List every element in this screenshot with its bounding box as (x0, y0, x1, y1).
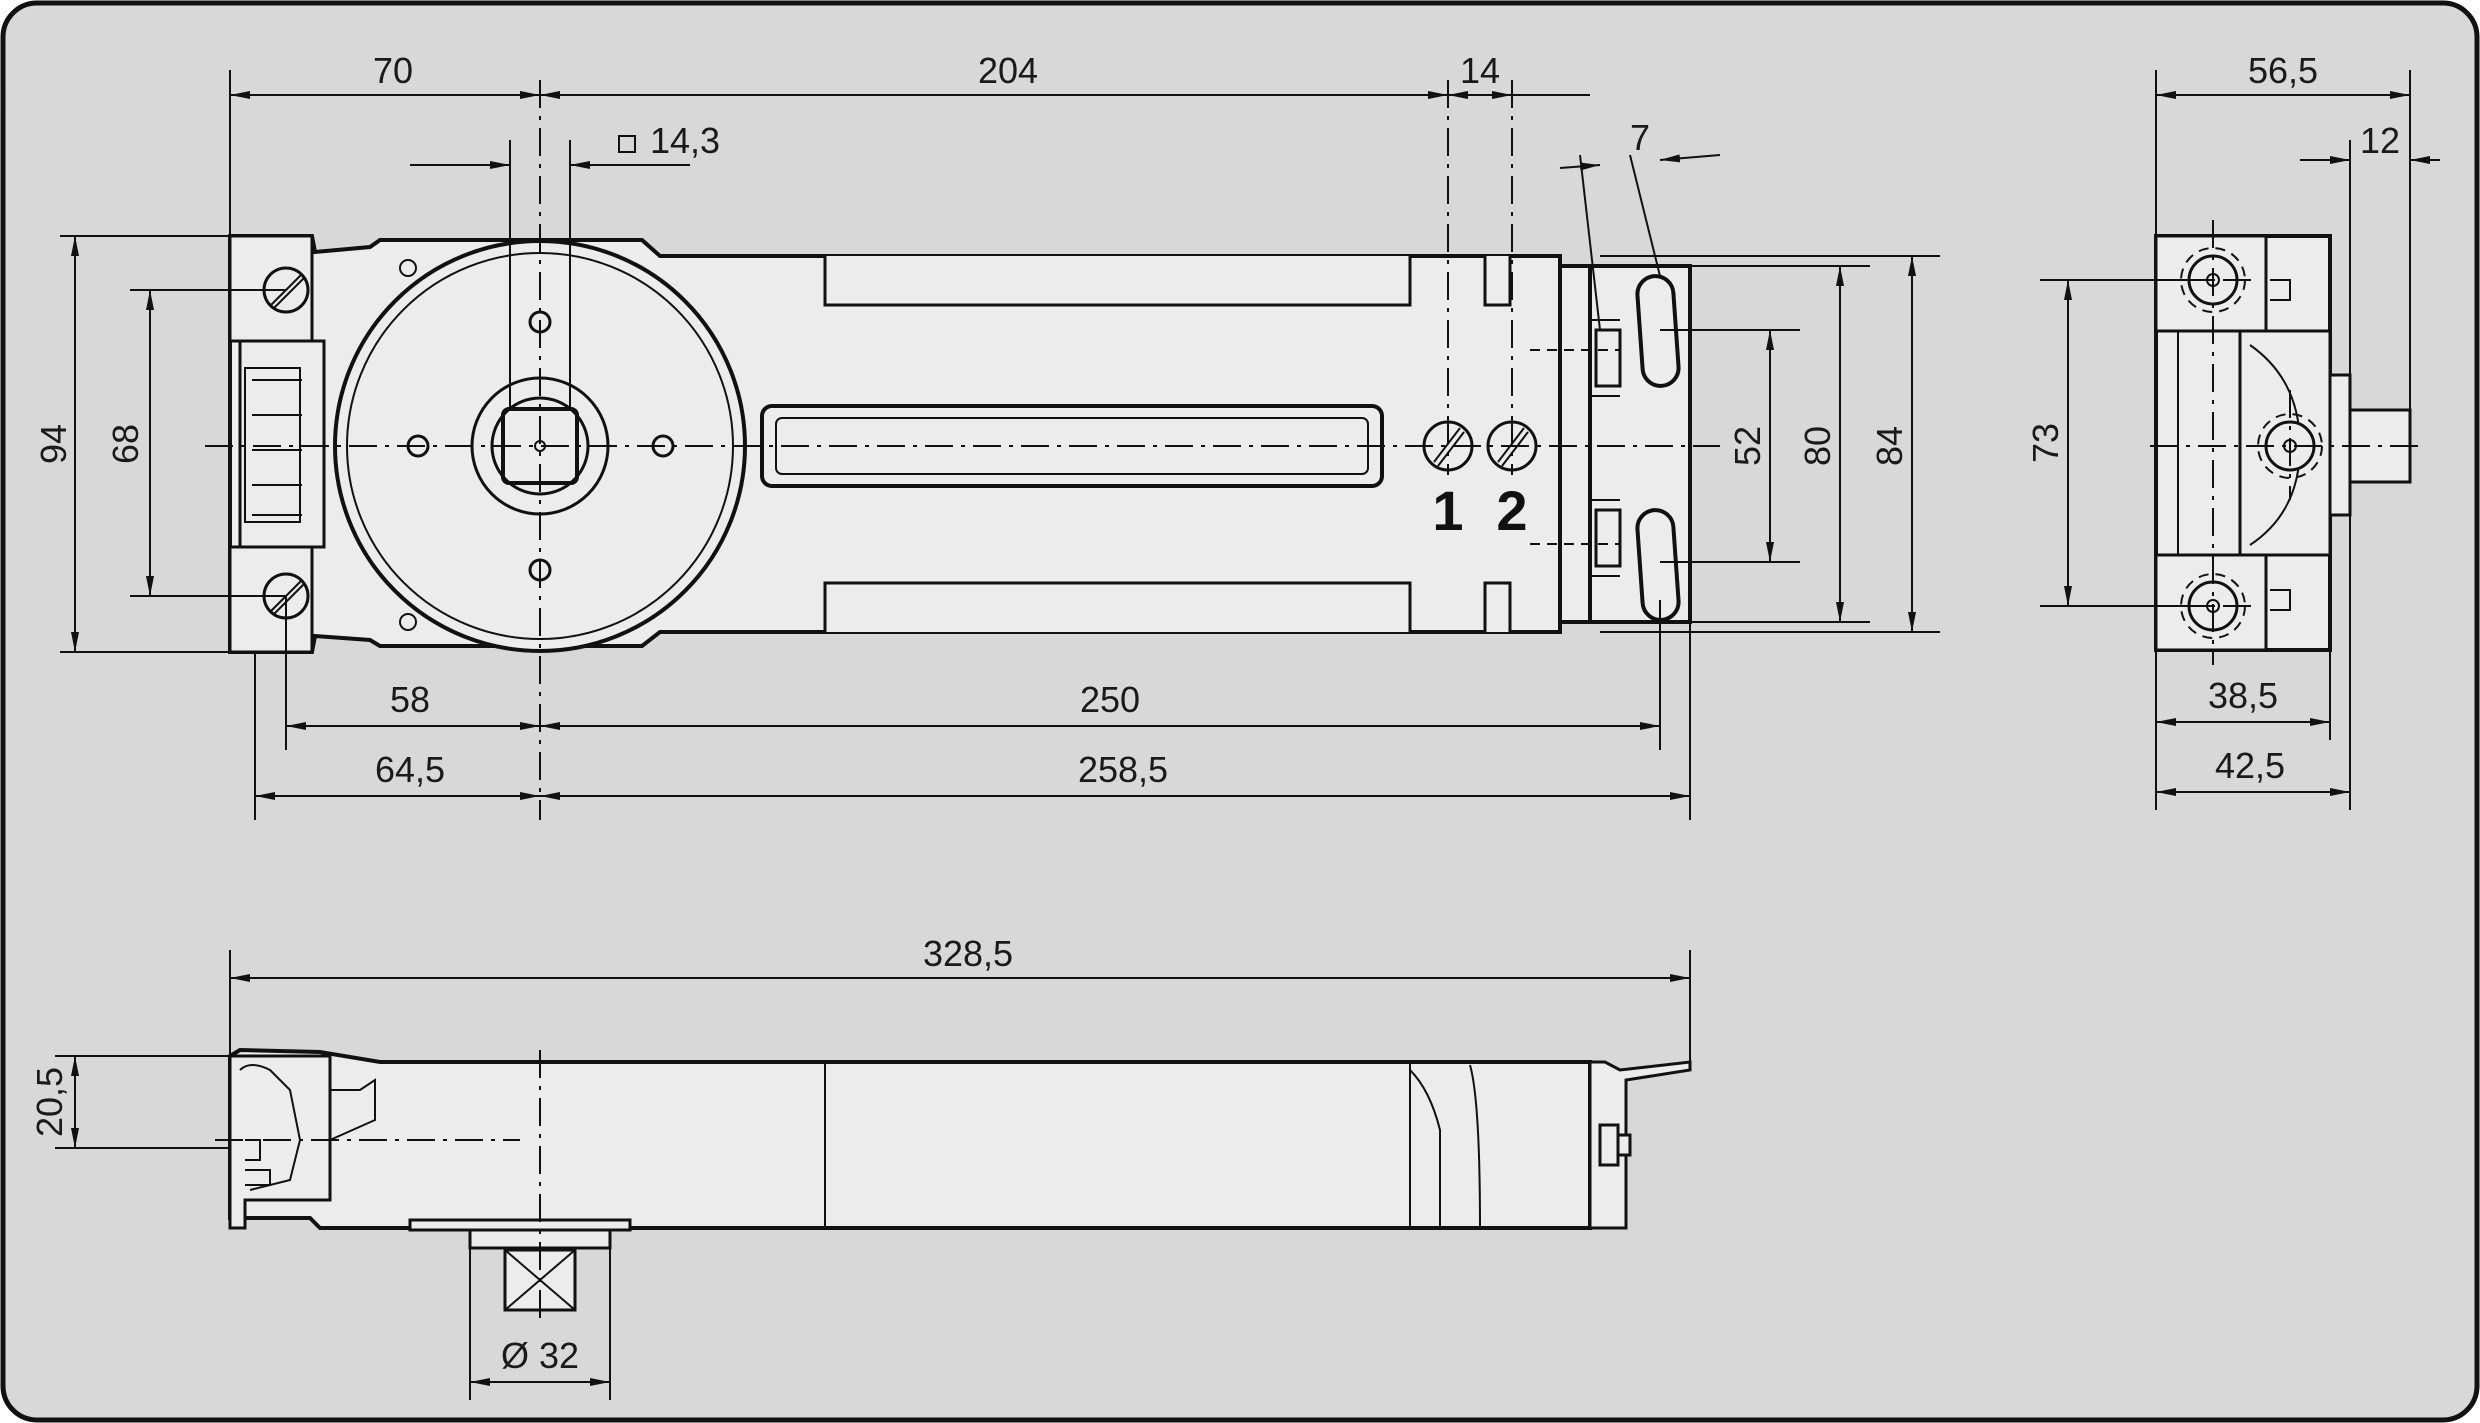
dim-68: 68 (105, 424, 146, 464)
dim-56-5: 56,5 (2248, 50, 2318, 91)
dim-52: 52 (1727, 426, 1768, 466)
dim-84: 84 (1869, 426, 1910, 466)
dim-80: 80 (1797, 426, 1838, 466)
dim-12: 12 (2360, 120, 2400, 161)
dim-258-5: 258,5 (1078, 749, 1168, 790)
mount-slot-bottom (1635, 508, 1681, 622)
dim-7: 7 (1630, 117, 1650, 158)
dim-94: 94 (33, 424, 74, 464)
left-block (238, 339, 326, 549)
side-view: 56,5 12 73 38,5 42,5 (2025, 50, 2440, 810)
dim-38-5: 38,5 (2208, 675, 2278, 716)
dim-58: 58 (390, 679, 430, 720)
spindle-hub (490, 396, 590, 496)
front-view: 328,5 20,5 Ø 32 (29, 933, 1692, 1400)
dim-73: 73 (2025, 423, 2066, 463)
dim-70: 70 (373, 50, 413, 91)
top-view: 1 2 (33, 50, 1940, 820)
dim-42-5: 42,5 (2215, 745, 2285, 786)
dim-328-5: 328,5 (923, 933, 1013, 974)
valve-label-1: 1 (1432, 479, 1463, 542)
dim-diameter-32: Ø 32 (501, 1335, 579, 1376)
front-bracket (1588, 1060, 1692, 1230)
dim-14-3: 14,3 (650, 120, 720, 161)
dim-204: 204 (978, 50, 1038, 91)
dim-20-5: 20,5 (29, 1067, 70, 1137)
right-plate (1558, 264, 1592, 624)
valve-label-2: 2 (1496, 479, 1527, 542)
dim-250: 250 (1080, 679, 1140, 720)
dim-14: 14 (1460, 50, 1500, 91)
dim-64-5: 64,5 (375, 749, 445, 790)
